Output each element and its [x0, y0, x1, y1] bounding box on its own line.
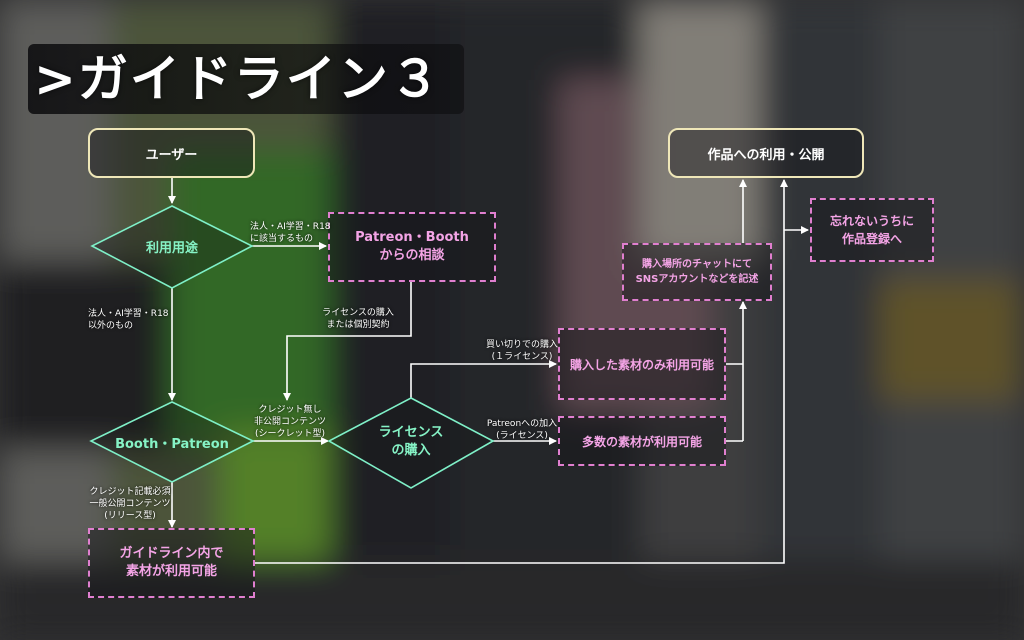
- edge-consult-booth: [283, 282, 412, 401]
- node-use-publish: 作品への利用・公開: [668, 128, 864, 178]
- edge-label-other: 法人・AI学習・R18 以外のもの: [88, 309, 169, 331]
- node-record-sns: 購入場所のチャットにて SNSアカウントなどを記述: [622, 243, 772, 301]
- decision-booth-patreon-diamond: [89, 401, 255, 483]
- edge-label-patreon-join: Patreonへの加入 (ライセンス): [486, 419, 558, 441]
- edge-label-license-or-contract: ライセンスの購入 または個別契約: [322, 308, 394, 330]
- edge-guideline-use: [255, 179, 788, 564]
- decision-usage-label: 利用用途: [145, 240, 198, 256]
- node-register: 忘れないうちに 作品登録へ: [810, 198, 934, 262]
- edge-label-corp-r18: 法人・AI学習・R18 に該当するもの: [250, 222, 331, 244]
- decision-usage-diamond: [90, 205, 254, 289]
- node-only-bought: 購入した素材のみ利用可能: [558, 328, 726, 400]
- node-user: ユーザー: [88, 128, 255, 178]
- page-title: >ガイドライン３: [28, 44, 464, 114]
- decision-booth-patreon-label: Booth・Patreon: [115, 436, 229, 452]
- edge-license-only: [410, 360, 557, 398]
- decision-license-label: ライセンス の購入: [378, 425, 444, 458]
- node-consult: Patreon・Booth からの相談: [328, 212, 496, 282]
- decision-license-diamond: [327, 397, 495, 489]
- node-many-materials: 多数の素材が利用可能: [558, 416, 726, 466]
- edge-label-buyout: 買い切りでの購入 (１ライセンス): [485, 340, 558, 362]
- edge-label-no-credit: クレジット無し 非公開コンテンツ (シークレット型): [253, 405, 326, 439]
- node-guideline: ガイドライン内で 素材が利用可能: [88, 528, 255, 598]
- edge-label-credit-required: クレジット記載必須 一般公開コンテンツ (リリース型): [89, 487, 171, 521]
